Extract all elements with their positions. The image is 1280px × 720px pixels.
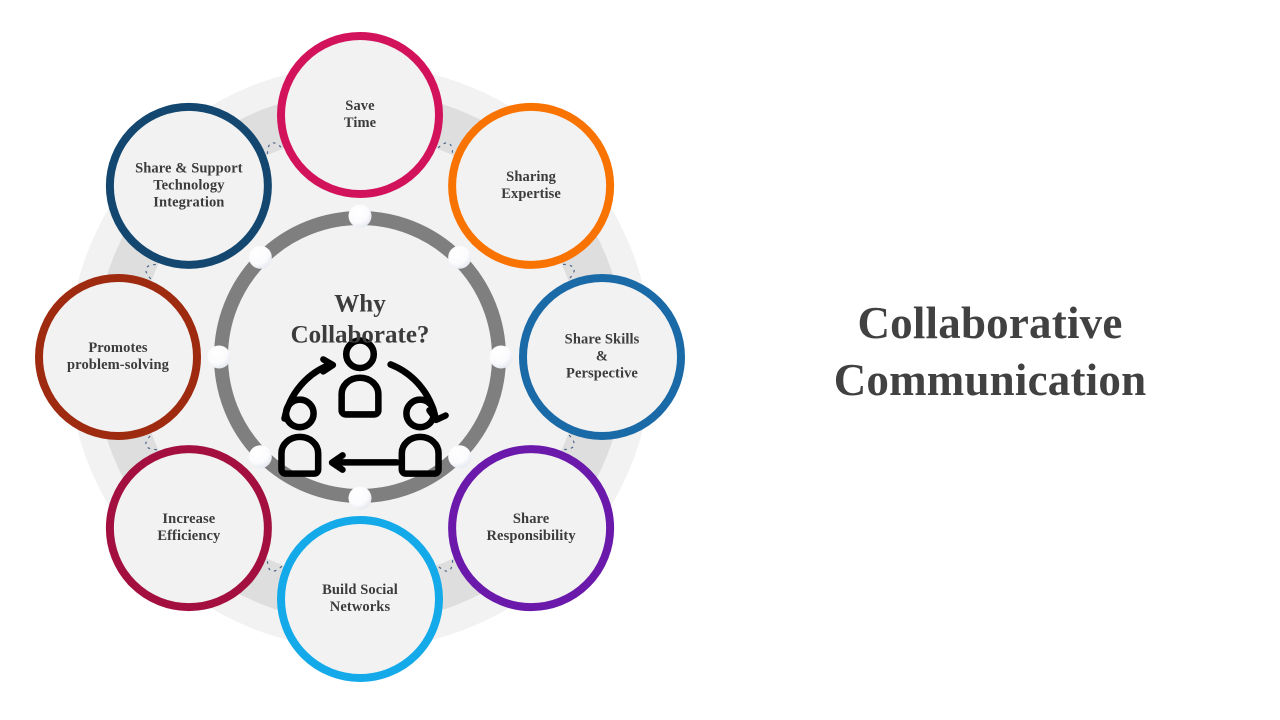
dotted-arc-segment (563, 434, 575, 451)
connector-dot-save-time (348, 204, 372, 228)
connector-dot-share-skills-perspective (489, 345, 513, 369)
node-ring-sharing-expertise[interactable] (448, 102, 615, 269)
diagram-svg (35, 32, 685, 682)
node-disc-increase-efficiency (109, 449, 268, 608)
connector-dot-increase-efficiency (248, 445, 272, 469)
node-disc-save-time (281, 36, 439, 194)
dotted-arc-segment (266, 142, 283, 154)
dotted-arc-segment (437, 142, 454, 154)
node-ring-promotes-problem-solving[interactable] (35, 274, 201, 440)
connector-dot-group (207, 204, 513, 510)
connector-dot-promotes-problem-solving (207, 345, 231, 369)
dotted-arc-segment (145, 263, 157, 280)
node-ring-increase-efficiency[interactable] (105, 445, 272, 612)
node-ring-share-support-technology-integration[interactable] (105, 102, 272, 269)
connector-dot-sharing-expertise (448, 245, 472, 269)
dotted-arc-segment (145, 434, 157, 451)
node-ring-build-social-networks[interactable] (277, 516, 443, 682)
node-disc-promotes-problem-solving (39, 278, 197, 436)
node-ring-save-time[interactable] (277, 32, 443, 198)
node-ring-share-skills-perspective[interactable] (519, 274, 685, 440)
node-disc-share-responsibility (452, 449, 611, 608)
connector-dot-share-responsibility (448, 445, 472, 469)
node-ring-share-responsibility[interactable] (448, 445, 615, 612)
dotted-arc-segment (563, 263, 575, 280)
dotted-arc-polygon (145, 142, 575, 572)
satellite-circle-group (35, 32, 685, 682)
hub-title: Why Collaborate? (290, 290, 430, 349)
connector-dot-build-social-networks (348, 486, 372, 510)
dotted-arc-segment (437, 560, 454, 572)
connector-dot-share-support-technology-integration (248, 245, 272, 269)
dotted-arc-segment (266, 560, 283, 572)
node-disc-share-support-technology-integration (109, 106, 268, 265)
node-disc-share-skills-perspective (523, 278, 681, 436)
node-disc-build-social-networks (281, 520, 439, 678)
slide-title-block: Collaborative Communication (740, 295, 1240, 408)
node-disc-sharing-expertise (452, 106, 611, 265)
page-title: Collaborative Communication (833, 298, 1147, 405)
collaboration-three-people-icon (278, 337, 449, 477)
